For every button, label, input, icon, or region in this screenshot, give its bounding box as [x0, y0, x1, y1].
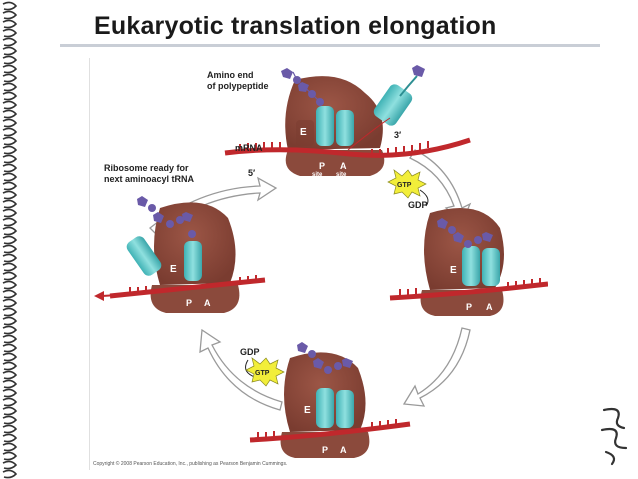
translation-elongation-figure: E P A site site Amino end of polypeptide…: [89, 58, 548, 470]
spiral-coil: [2, 190, 18, 200]
amino-end-label-line2: of polypeptide: [207, 81, 269, 91]
spiral-coil: [2, 316, 18, 326]
exit-arrow-icon: [94, 291, 135, 301]
spiral-binding-icon: [2, 1, 18, 479]
spiral-coil: [2, 379, 18, 389]
mrna-label: mRNA: [235, 143, 263, 153]
a-site-word: site: [336, 172, 347, 178]
ribosome-top: E P A site site: [224, 68, 471, 178]
e-site-label-right: E: [450, 265, 457, 276]
p-site-label: P: [319, 161, 325, 171]
spiral-coil: [2, 154, 18, 164]
slide-title: Eukaryotic translation elongation: [94, 12, 497, 40]
spiral-coil: [2, 424, 18, 434]
p-site-label-left: P: [186, 298, 192, 308]
spiral-coil: [2, 46, 18, 56]
cycle-arrow-bottom-left: [199, 328, 283, 411]
spiral-coil: [2, 199, 18, 209]
copyright-notice: Copyright © 2008 Pearson Education, Inc.…: [93, 461, 288, 467]
spiral-coil: [2, 208, 18, 218]
spiral-coil: [2, 109, 18, 119]
e-site-label: E: [300, 127, 307, 138]
ribosome-left: E P A: [109, 196, 266, 313]
spiral-coil: [2, 163, 18, 173]
spiral-coil: [2, 91, 18, 101]
spiral-coil: [2, 415, 18, 425]
spiral-coil: [2, 280, 18, 290]
spiral-coil: [2, 361, 18, 371]
gtp-label-right: GTP: [397, 182, 412, 189]
spiral-coil: [2, 244, 18, 254]
e-site-label-bottom: E: [304, 405, 311, 416]
spiral-coil: [2, 307, 18, 317]
spiral-coil: [2, 64, 18, 74]
spiral-coil: [2, 226, 18, 236]
spiral-coil: [2, 397, 18, 407]
spiral-coil: [2, 271, 18, 281]
spiral-coil: [2, 460, 18, 470]
spiral-coil: [2, 181, 18, 191]
a-site-label-left: A: [204, 298, 211, 308]
spiral-coil: [2, 217, 18, 227]
spiral-coil: [2, 55, 18, 65]
p-site-word: site: [312, 172, 323, 178]
gdp-label-right: GDP: [408, 200, 428, 210]
spiral-coil: [2, 325, 18, 335]
spiral-coil: [2, 127, 18, 137]
spiral-coil: [2, 1, 18, 11]
spiral-coil: [2, 172, 18, 182]
spiral-coil: [2, 73, 18, 83]
spiral-coil: [2, 442, 18, 452]
spiral-coil: [2, 136, 18, 146]
spiral-coil: [2, 352, 18, 362]
e-site-label-left: E: [170, 264, 177, 275]
a-site-label: A: [340, 161, 347, 171]
spiral-coil: [2, 10, 18, 20]
ready-label-line2: next aminoacyl tRNA: [104, 174, 195, 184]
gtp-burst-right: GTP: [387, 169, 427, 199]
spiral-coil: [2, 433, 18, 443]
spiral-coil: [2, 235, 18, 245]
spiral-coil: [2, 343, 18, 353]
spiral-coil: [2, 289, 18, 299]
spiral-coil: [2, 28, 18, 38]
spiral-coil: [2, 37, 18, 47]
spiral-coil: [2, 82, 18, 92]
spiral-coil: [2, 388, 18, 398]
spiral-coil: [2, 334, 18, 344]
a-site-label-bottom: A: [340, 445, 347, 455]
spiral-coil: [2, 253, 18, 263]
ready-label-line1: Ribosome ready for: [104, 163, 189, 173]
polypeptide-chain-left: [137, 196, 196, 238]
ribosome-bottom: E P A: [249, 342, 411, 458]
spiral-coil: [2, 100, 18, 110]
spiral-coil: [2, 298, 18, 308]
spiral-coil: [2, 145, 18, 155]
elongation-cycle-diagram: E P A site site Amino end of polypeptide…: [94, 65, 548, 458]
spiral-coil: [2, 469, 18, 479]
spiral-logo-icon: [600, 407, 628, 466]
spiral-coil: [2, 262, 18, 272]
p-site-label-bottom: P: [322, 445, 328, 455]
a-site-label-right: A: [486, 302, 493, 312]
polypeptide-chain-right: [437, 218, 493, 248]
ribosome-right: E P A: [389, 208, 548, 316]
spiral-coil: [2, 370, 18, 380]
five-prime-label: 5′: [248, 168, 255, 178]
amino-end-label-line1: Amino end: [207, 70, 254, 80]
gdp-label-bottom: GDP: [240, 347, 260, 357]
gtp-burst-bottom: GTP: [245, 357, 285, 387]
p-site-label-right: P: [466, 302, 472, 312]
title-underline: [60, 44, 600, 47]
three-prime-label: 3′: [394, 130, 401, 140]
gtp-label-bottom: GTP: [255, 370, 270, 377]
incoming-aminoacyl-trna: [347, 65, 425, 151]
cycle-arrow-bottom-right: [402, 327, 471, 407]
spiral-coil: [2, 118, 18, 128]
polypeptide-chain-bottom: [297, 342, 353, 374]
spiral-coil: [2, 19, 18, 29]
spiral-coil: [2, 451, 18, 461]
spiral-coil: [2, 406, 18, 416]
